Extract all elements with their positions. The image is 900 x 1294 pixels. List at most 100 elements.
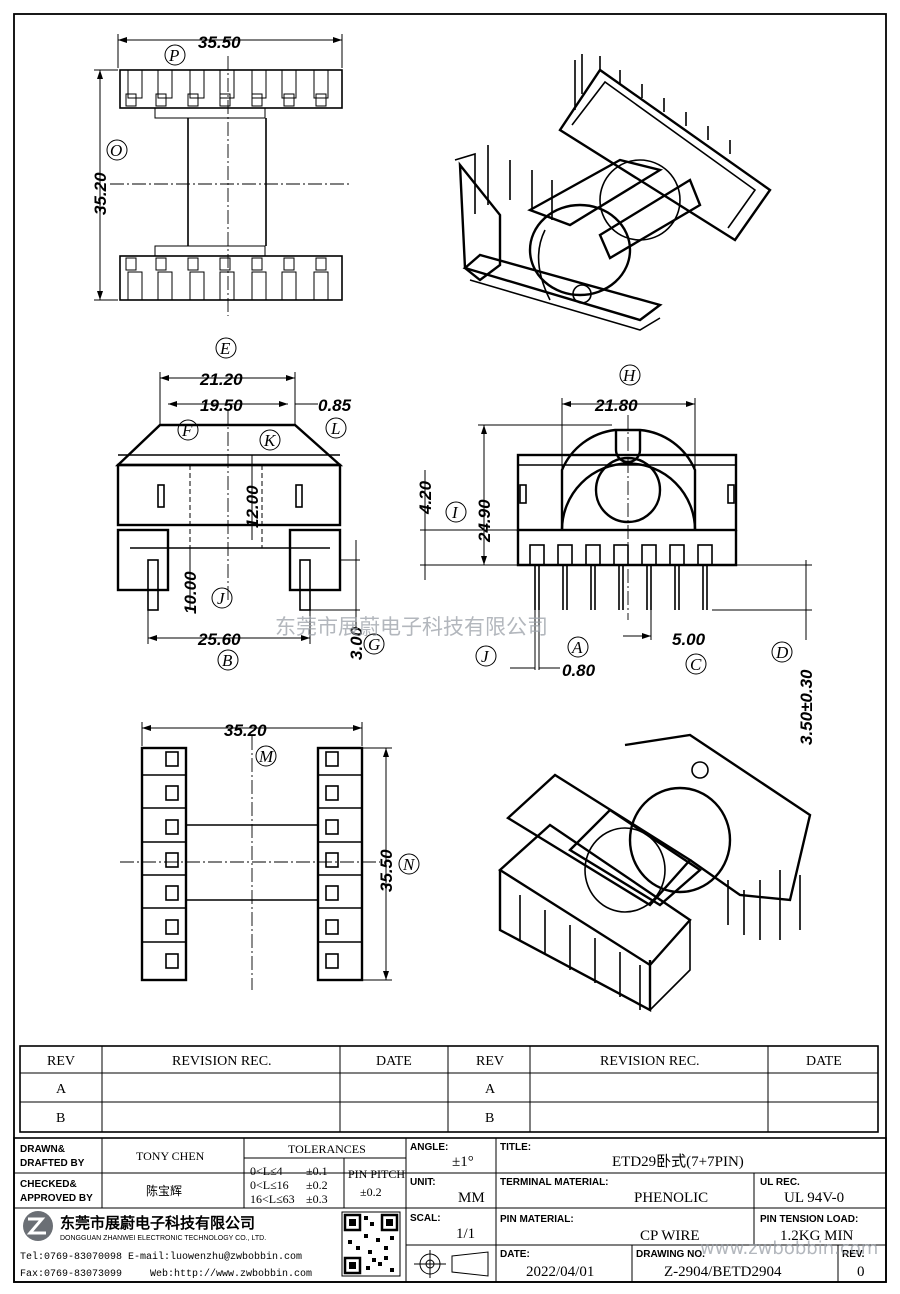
sheet-border <box>13 13 887 1283</box>
tension-value: 1.2KG MIN <box>780 1228 853 1244</box>
revision-rec-header-2: REVISION REC. <box>600 1054 700 1069</box>
tol-range-2: 0<L≤16 <box>250 1178 289 1192</box>
watermark-company: 东莞市展蔚电子科技有限公司 <box>275 615 548 639</box>
rev-label: REV. <box>842 1249 865 1260</box>
tension-label: PIN TENSION LOAD: <box>760 1214 858 1225</box>
label-l: L <box>330 419 340 438</box>
checked-label-1: CHECKED& <box>20 1179 77 1190</box>
company-name-cn: 东莞市展蔚电子科技有限公司 <box>60 1214 255 1232</box>
dim-front-inner: 19.50 <box>200 396 243 415</box>
label-n: N <box>402 855 416 874</box>
tol-value-2: ±0.2 <box>306 1178 328 1192</box>
dim-side-pin-dia: 0.80 <box>562 661 596 680</box>
date-header-2: DATE <box>806 1054 842 1069</box>
rev-row-b-left: B <box>56 1111 65 1126</box>
unit-label: UNIT: <box>410 1177 436 1188</box>
label-k: K <box>263 431 277 450</box>
dim-front-base: 25.60 <box>197 630 241 649</box>
label-f: F <box>181 421 193 440</box>
tol-value-1: ±0.1 <box>306 1164 328 1178</box>
ul-label: UL REC. <box>760 1177 800 1188</box>
angle-label: ANGLE: <box>410 1142 448 1153</box>
ul-value: UL 94V-0 <box>784 1190 844 1206</box>
rev-value: 0 <box>857 1264 865 1280</box>
dim-side-pitch: 5.00 <box>672 630 706 649</box>
drawn-label-2: DRAFTED BY <box>20 1158 85 1169</box>
drawn-label-1: DRAWN& <box>20 1144 65 1155</box>
qr-code-icon <box>341 1211 401 1277</box>
title-value: ETD29卧式(7+7PIN) <box>612 1153 744 1170</box>
label-a: A <box>571 638 583 657</box>
rev-header-2: REV <box>476 1054 504 1069</box>
dim-front-core: 12.00 <box>243 485 262 528</box>
rev-row-a-right: A <box>485 1082 496 1097</box>
dim-front-bore: 10.00 <box>181 571 200 614</box>
date-value: 2022/04/01 <box>526 1264 594 1280</box>
drawing-value: Z-2904/BETD2904 <box>664 1264 782 1280</box>
drawing-label: DRAWING NO. <box>636 1249 705 1260</box>
dim-front-outer: 21.20 <box>199 370 243 389</box>
scale-value: 1/1 <box>456 1226 475 1242</box>
rev-header-1: REV <box>47 1054 75 1069</box>
rev-row-b-right: B <box>485 1111 494 1126</box>
angle-value: ±1° <box>452 1154 474 1170</box>
label-j-side: J <box>481 647 490 666</box>
terminal-label: TERMINAL MATERIAL: <box>500 1177 609 1188</box>
label-h: H <box>622 366 637 385</box>
dim-bottom-width: 35.20 <box>224 721 267 740</box>
pin-pitch-value: ±0.2 <box>360 1185 382 1199</box>
tolerances-label: TOLERANCES <box>288 1142 366 1156</box>
dim-bottom-height: 35.50 <box>377 849 396 892</box>
dim-side-step: 4.20 <box>416 480 435 515</box>
label-c: C <box>690 655 702 674</box>
label-e: E <box>219 339 231 358</box>
title-label: TITLE: <box>500 1142 531 1153</box>
company-email: E-mail:luowenzhu@zwbobbin.com <box>128 1251 302 1263</box>
checked-value: 陈宝辉 <box>146 1183 182 1198</box>
top-view: 35.50 35.20 P O E <box>91 33 352 359</box>
label-j-front: J <box>217 589 226 608</box>
dim-top-height: 35.20 <box>91 172 110 215</box>
dim-top-width: 35.50 <box>198 33 241 52</box>
label-g: G <box>368 635 380 654</box>
dim-side-height: 24.90 <box>475 499 494 543</box>
dim-front-wall: 0.85 <box>318 396 352 415</box>
date-header-1: DATE <box>376 1054 412 1069</box>
label-m: M <box>258 747 274 766</box>
checked-label-2: APPROVED BY <box>20 1193 93 1204</box>
iso-view-bottom <box>498 733 812 1012</box>
front-view: 21.20 19.50 0.85 12.00 10.00 25.60 3.00 … <box>115 370 385 671</box>
rev-row-a-left: A <box>56 1082 67 1097</box>
title-block: DRAWN& DRAFTED BY TONY CHEN CHECKED& APP… <box>13 1137 887 1283</box>
drawn-value: TONY CHEN <box>136 1149 205 1163</box>
revision-rec-header-1: REVISION REC. <box>172 1054 272 1069</box>
label-i: I <box>451 503 459 522</box>
date-label: DATE: <box>500 1249 530 1260</box>
company-tel: Tel:0769-83070098 <box>20 1251 122 1263</box>
bottom-view: 35.20 35.50 M N <box>120 721 420 990</box>
iso-view-top <box>454 54 772 331</box>
watermark-site: www.zwbobbin.com <box>700 1238 878 1259</box>
company-web: Web:http://www.zwbobbin.com <box>150 1268 312 1280</box>
pin-material-label: PIN MATERIAL: <box>500 1214 574 1225</box>
label-o: O <box>110 141 122 160</box>
label-d: D <box>775 643 789 662</box>
projection-symbol-icon <box>414 1250 489 1278</box>
tol-value-3: ±0.3 <box>306 1192 328 1206</box>
side-view: 21.80 4.20 24.90 0.80 5.00 3.50±0.30 H I… <box>416 364 816 745</box>
revision-table: REV REVISION REC. DATE REV REVISION REC.… <box>19 1045 879 1133</box>
company-logo <box>23 1211 53 1241</box>
unit-value: MM <box>458 1190 485 1206</box>
pin-pitch-label: PIN PITCH <box>348 1167 405 1181</box>
company-name-en: DONGGUAN ZHANWEI ELECTRONIC TECHNOLOGY C… <box>60 1235 266 1242</box>
tol-range-3: 16<L≤63 <box>250 1192 295 1206</box>
dim-front-pin-len: 3.00 <box>347 626 366 660</box>
pin-material-value: CP WIRE <box>640 1228 700 1244</box>
label-b: B <box>222 651 233 670</box>
terminal-value: PHENOLIC <box>634 1190 708 1206</box>
company-fax: Fax:0769-83073099 <box>20 1269 122 1280</box>
dim-side-flange: 21.80 <box>594 396 638 415</box>
scale-label: SCAL: <box>410 1213 441 1224</box>
label-p: P <box>168 46 179 65</box>
